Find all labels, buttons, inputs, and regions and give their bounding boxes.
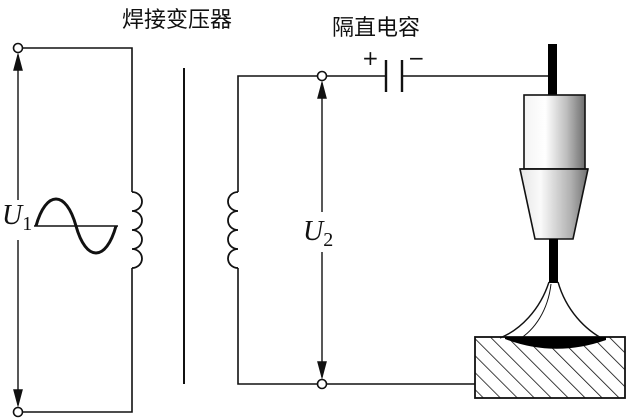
primary-coil [131, 191, 143, 269]
u2-symbol: U [303, 216, 324, 247]
primary-wire-bottom [22, 268, 133, 413]
u1-voltage-arrow [13, 52, 23, 408]
primary-terminal-bottom [12, 406, 24, 418]
electrode-tip [549, 239, 558, 283]
torch-body [523, 94, 586, 170]
primary-wire-top [22, 47, 133, 192]
workpiece [474, 336, 626, 399]
capacitor-minus-label: − [408, 46, 425, 70]
capacitor-label: 隔直电容 [332, 16, 421, 41]
electrode-top [548, 44, 557, 96]
secondary-coil [227, 191, 239, 269]
secondary-wire-top [237, 75, 318, 192]
u2-voltage-arrow [317, 80, 327, 380]
welding-arc [499, 281, 606, 341]
secondary-wire-bottom [237, 268, 318, 385]
secondary-terminal-bottom [316, 378, 328, 390]
primary-terminal-top [12, 42, 24, 54]
torch-nozzle [519, 168, 589, 240]
ac-source-sine-icon [34, 197, 118, 255]
weld-pool [505, 337, 606, 349]
dc-blocking-capacitor [384, 60, 404, 92]
u1-symbol: U [2, 200, 23, 231]
u1-label: U1 [2, 200, 32, 236]
capacitor-plus-label: + [362, 46, 379, 70]
primary-circuit [22, 47, 133, 413]
u2-label: U2 [303, 216, 333, 252]
secondary-terminal-top [316, 70, 328, 82]
secondary-circuit [237, 75, 548, 385]
u2-subscript: 2 [323, 229, 334, 251]
transformer-label: 焊接变压器 [122, 8, 233, 33]
u1-subscript: 1 [22, 213, 33, 235]
welding-torch [519, 44, 589, 283]
